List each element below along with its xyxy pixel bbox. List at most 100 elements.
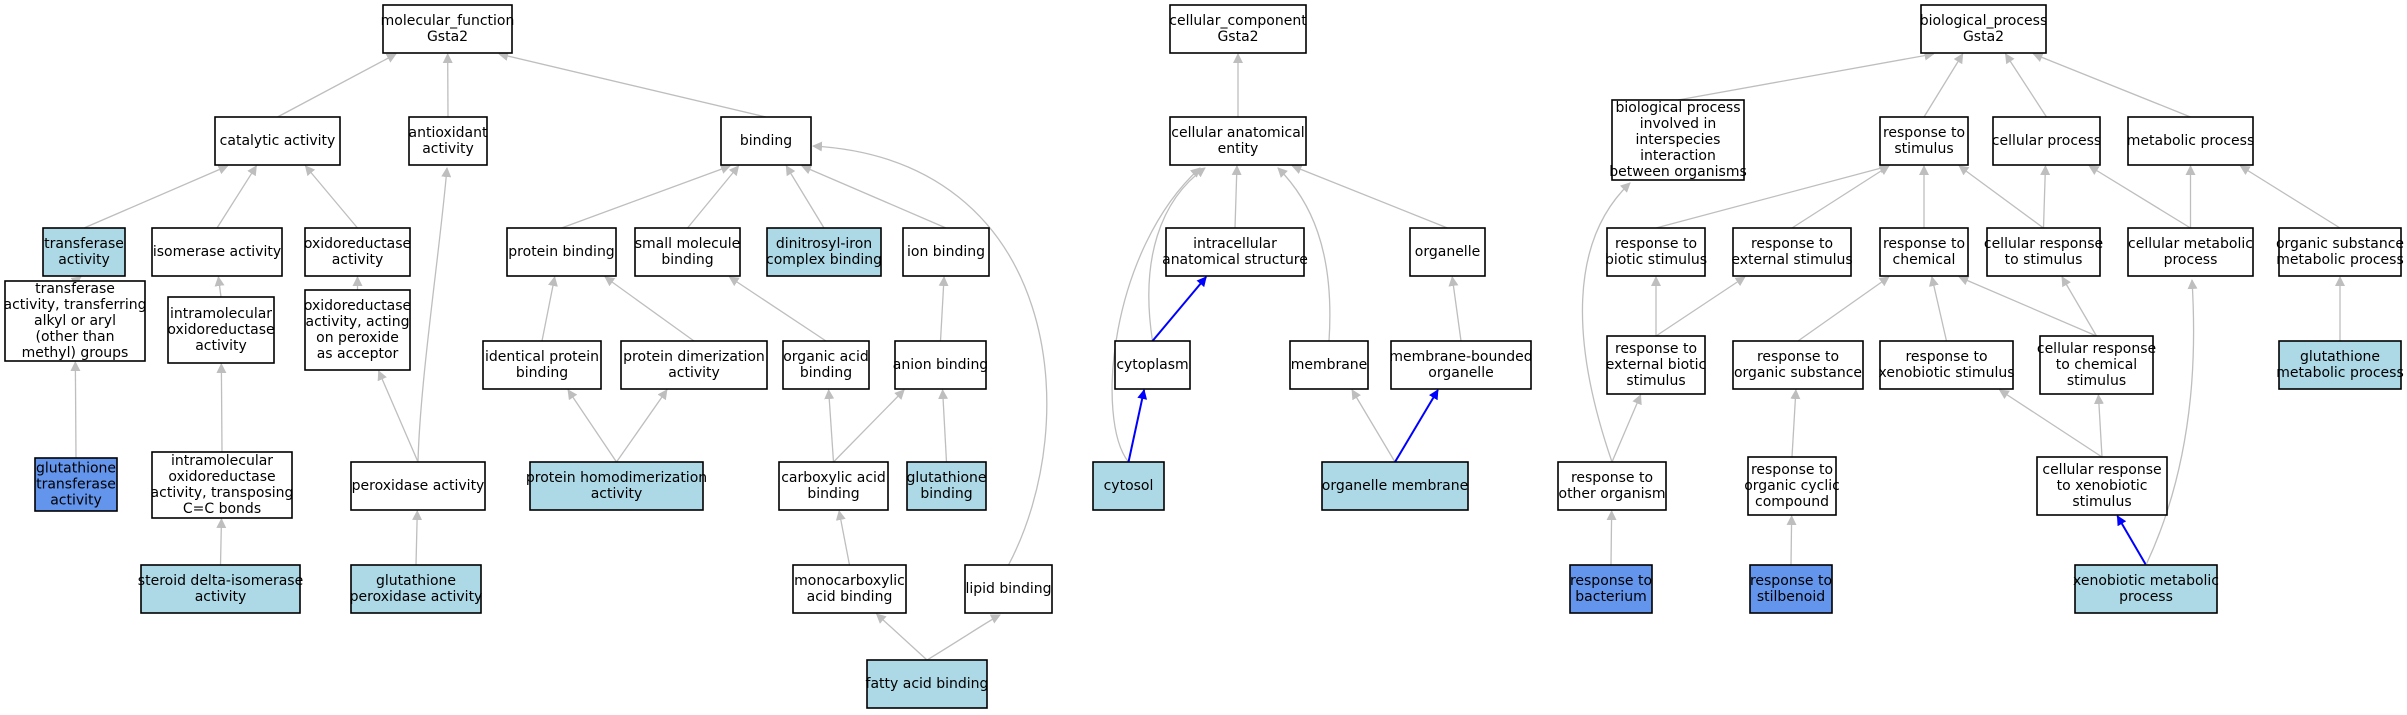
node-label-line: organic acid bbox=[783, 349, 869, 365]
node-label-line: interaction bbox=[1640, 148, 1716, 164]
node-label-line: lipid binding bbox=[965, 581, 1051, 597]
go-term-node-protein-binding[interactable]: protein binding bbox=[506, 227, 617, 277]
go-term-node-anion[interactable]: anion binding bbox=[893, 340, 988, 390]
node-box bbox=[304, 289, 411, 371]
node-box bbox=[906, 461, 987, 511]
node-box bbox=[4, 280, 146, 362]
edge-organelle-to-cell-anat bbox=[1291, 164, 1448, 229]
node-box bbox=[1879, 340, 2014, 390]
edge-resp-ext-biotic-to-resp-external bbox=[1655, 276, 1746, 337]
node-label-line: antioxidant bbox=[409, 125, 488, 141]
edge-ion-binding-to-binding bbox=[801, 164, 947, 229]
node-box bbox=[1879, 227, 1969, 277]
edge-prot-dimer-to-protein-binding bbox=[604, 276, 695, 342]
go-term-node-peroxidase[interactable]: peroxidase activity bbox=[350, 461, 486, 511]
node-label-line: alkyl or aryl bbox=[34, 313, 116, 329]
node-box bbox=[350, 461, 486, 511]
go-term-node-ion-binding[interactable]: ion binding bbox=[902, 227, 990, 277]
node-label-line: binding bbox=[920, 486, 972, 502]
edge-org-acid-to-small-mol bbox=[728, 276, 827, 342]
edge-intramol-transpos-to-intramol bbox=[216, 363, 227, 453]
go-term-node-binding[interactable]: binding bbox=[720, 116, 812, 166]
edge-org-membrane-to-mem-bound bbox=[1394, 389, 1439, 463]
node-label-line: cytoplasm bbox=[1116, 357, 1188, 373]
go-term-node-cytoplasm[interactable]: cytoplasm bbox=[1114, 340, 1191, 390]
go-term-node-isomerase[interactable]: isomerase activity bbox=[151, 227, 283, 277]
node-label-line: bacterium bbox=[1575, 589, 1646, 605]
node-label-line: organic cyclic bbox=[1744, 478, 1840, 494]
go-term-node-org-membrane[interactable]: organelle membrane bbox=[1321, 461, 1469, 511]
node-label-line: peroxidase activity bbox=[350, 589, 483, 605]
node-box bbox=[866, 659, 988, 709]
go-term-node-cytosol[interactable]: cytosol bbox=[1092, 461, 1165, 511]
node-label-line: activity, transferring bbox=[4, 297, 147, 313]
node-label-line: process bbox=[2119, 589, 2173, 605]
go-term-node-cell-proc[interactable]: cellular process bbox=[1992, 116, 2101, 166]
go-term-node-fatty-acid[interactable]: fatty acid binding bbox=[866, 659, 989, 709]
node-label-line: oxidoreductase bbox=[304, 298, 411, 314]
node-label-line: transferase bbox=[36, 477, 116, 493]
edge-anion-to-ion-binding bbox=[938, 276, 949, 342]
node-box bbox=[382, 4, 513, 54]
go-term-node-metab-proc[interactable]: metabolic process bbox=[2127, 116, 2255, 166]
go-term-node-lipid[interactable]: lipid binding bbox=[964, 564, 1053, 614]
edge-intracell-to-cell-anat bbox=[1231, 165, 1242, 229]
edge-resp-other-org-to-resp-ext-biotic bbox=[1611, 394, 1642, 463]
go-term-node-organelle[interactable]: organelle bbox=[1409, 227, 1486, 277]
node-box bbox=[1732, 340, 1864, 390]
go-term-node-membrane[interactable]: membrane bbox=[1289, 340, 1369, 390]
edge-membrane-to-cell-anat bbox=[1277, 167, 1331, 342]
edge-lipid-to-binding bbox=[812, 141, 1048, 566]
go-term-node-catalytic[interactable]: catalytic activity bbox=[214, 116, 341, 166]
node-label-line: glutathione bbox=[36, 461, 116, 477]
node-label-line: activity bbox=[422, 141, 474, 157]
edge-cell-resp-xeno-to-resp-xeno bbox=[1998, 389, 2103, 458]
node-label-line: process bbox=[2164, 252, 2218, 268]
edge-glut-binding-to-anion bbox=[938, 389, 949, 463]
